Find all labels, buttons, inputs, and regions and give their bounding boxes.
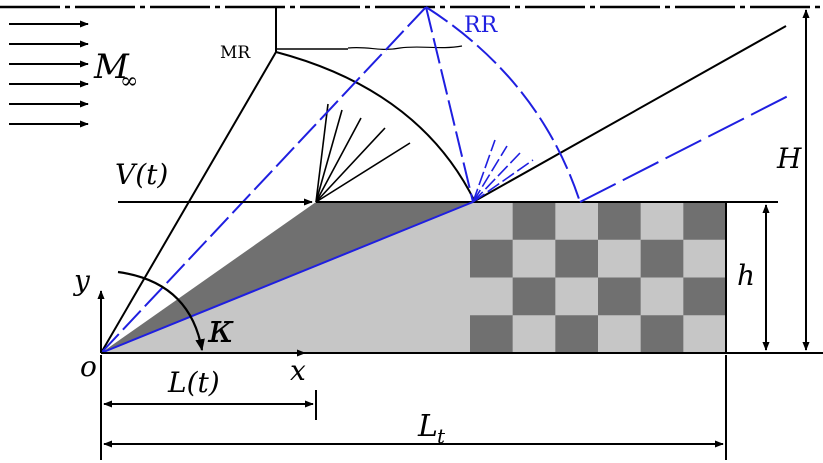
slip-line-wavy — [347, 45, 463, 51]
checkerboard-region — [470, 202, 727, 354]
length-label: L(t) — [167, 366, 220, 399]
x-axis-label: x — [290, 354, 306, 387]
fan-ray — [315, 109, 343, 203]
small-h-dimension — [726, 201, 778, 351]
checker-cell — [598, 239, 641, 278]
kappa-label: κ — [207, 306, 234, 352]
fan-ray — [472, 159, 534, 203]
checker-cell — [683, 239, 727, 278]
velocity-label: V(t) — [115, 158, 168, 191]
checker-cell — [598, 202, 641, 241]
checker-cell — [598, 315, 641, 354]
curved-arrow-icon — [117, 270, 205, 352]
checker-cell — [470, 202, 513, 241]
checker-cell — [683, 277, 727, 316]
checker-cell — [512, 202, 556, 241]
checker-cell — [512, 315, 556, 354]
checker-cell — [555, 202, 599, 241]
total-length-dimension — [103, 355, 727, 460]
total-length-subscript: t — [437, 424, 446, 448]
checker-cell — [640, 239, 684, 278]
mr-reflected-shock — [275, 51, 476, 203]
checker-cell — [470, 315, 513, 354]
length-dimension — [100, 355, 317, 460]
y-axis-label: y — [72, 264, 91, 297]
fan-ray — [315, 142, 411, 203]
expansion-fan-black — [315, 103, 411, 203]
fan-ray — [472, 152, 521, 203]
big-h-label: H — [776, 142, 802, 175]
checker-cell — [640, 277, 684, 316]
rr-reflected-shock — [425, 6, 474, 203]
checker-cell — [640, 202, 684, 241]
checker-cell — [470, 277, 513, 316]
checker-cell — [683, 315, 727, 354]
wedge-outline — [101, 201, 727, 354]
rr-shock-structure — [100, 6, 791, 354]
checker-cell — [512, 277, 556, 316]
checker-cell — [683, 202, 727, 241]
small-h-label: h — [737, 259, 755, 292]
fan-ray — [315, 103, 329, 203]
origin-label: o — [80, 350, 97, 383]
rr-wedge-surface-line — [100, 201, 474, 354]
corner-reflected-shock — [472, 25, 787, 203]
fan-ray — [315, 127, 386, 203]
checker-cell — [555, 239, 599, 278]
checker-cell — [512, 239, 556, 278]
fan-ray — [472, 139, 496, 203]
rr-second-shock — [579, 94, 791, 203]
mach-subscript: ∞ — [120, 69, 138, 94]
fan-ray — [472, 145, 508, 203]
fan-ray — [315, 117, 362, 203]
freestream-arrows — [9, 20, 89, 128]
checker-cell — [640, 315, 684, 354]
checker-cell — [470, 239, 513, 278]
rr-incident-shock — [100, 6, 427, 354]
rr-label: RR — [464, 13, 499, 38]
big-h-dimension — [726, 9, 823, 354]
checker-cell — [555, 315, 599, 354]
expansion-fan-blue — [472, 139, 534, 203]
checker-cell — [598, 277, 641, 316]
mach-label: M — [93, 47, 130, 87]
checker-cell — [555, 277, 599, 316]
total-length-label: L — [417, 409, 438, 444]
rr-arc-shock — [425, 6, 581, 203]
mr-label: MR — [220, 43, 251, 63]
